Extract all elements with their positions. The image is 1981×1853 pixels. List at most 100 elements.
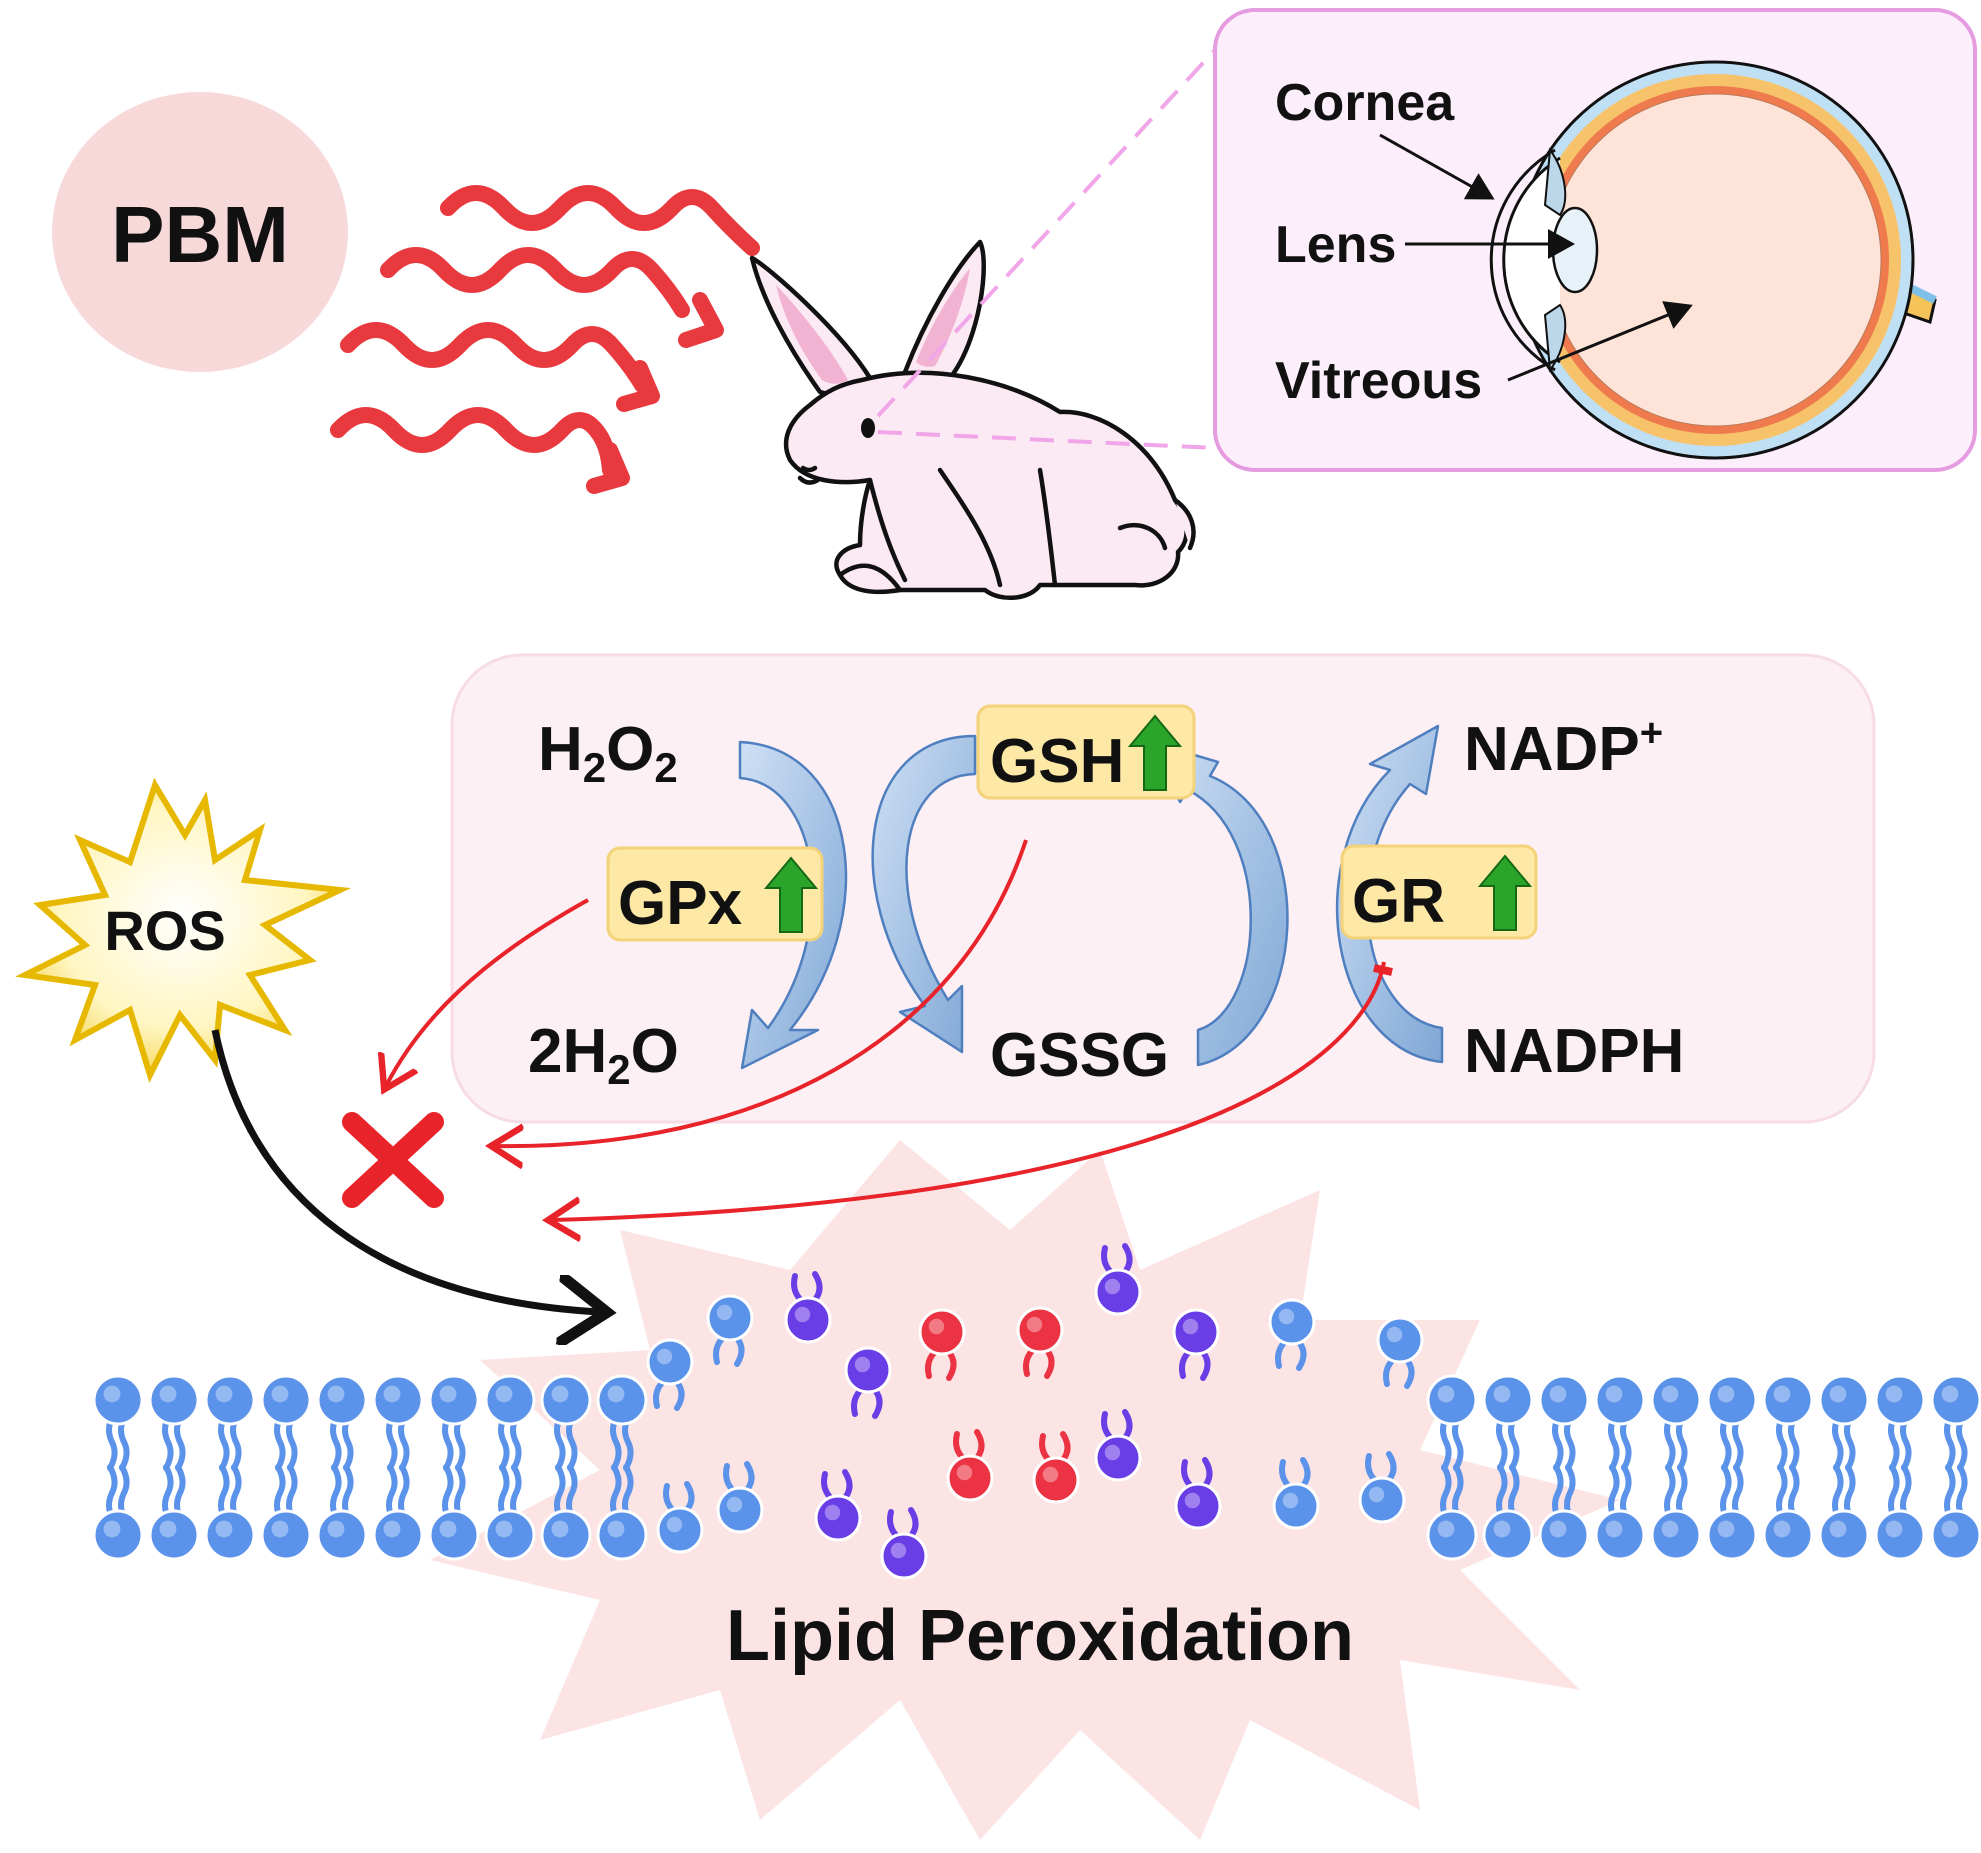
membrane-right xyxy=(1426,1374,1981,1561)
disrupted-lipid-head xyxy=(844,1346,892,1394)
membrane-lipid-head xyxy=(540,1509,592,1561)
gpx-label: GPx xyxy=(618,869,743,938)
disrupted-lipid-head xyxy=(716,1486,764,1534)
membrane-lipid-head xyxy=(1930,1509,1981,1561)
membrane-lipid-head xyxy=(260,1374,312,1426)
gpx-up-arrow-icon xyxy=(763,856,819,933)
peroxidation-burst xyxy=(430,1140,1620,1840)
disrupted-lipid-head xyxy=(1172,1308,1220,1356)
gpx-inhibition-arrow xyxy=(386,898,589,1086)
disrupted-lipid-head xyxy=(1376,1316,1424,1364)
membrane-lipid-head xyxy=(204,1374,256,1426)
disrupted-lipid-head xyxy=(784,1296,832,1344)
h2o2-label: H2O2 xyxy=(538,715,678,791)
rabbit-icon xyxy=(749,239,1196,601)
disrupted-lipid-head xyxy=(1094,1434,1142,1482)
disrupted-lipid-head xyxy=(1358,1476,1406,1524)
scattered-lipids xyxy=(646,1243,1424,1580)
lens-label: Lens xyxy=(1275,216,1396,274)
membrane-lipid-head xyxy=(1706,1374,1758,1426)
membrane-lipid-head xyxy=(1874,1374,1926,1426)
membrane-lipid-head xyxy=(316,1509,368,1561)
gsh-up-arrow-icon xyxy=(1127,714,1183,791)
eye-cross-section-icon xyxy=(1489,60,1937,460)
nadph-label: NADPH xyxy=(1464,1017,1684,1086)
cornea-label: Cornea xyxy=(1275,74,1455,132)
gpx-node: GPx xyxy=(606,846,824,942)
disrupted-lipid-head xyxy=(646,1338,694,1386)
membrane-lipid-head xyxy=(1650,1374,1702,1426)
ros-to-membrane-arrow xyxy=(211,1029,600,1312)
membrane-lipid-head xyxy=(1426,1509,1478,1561)
gsh-node: GSH xyxy=(976,704,1196,800)
membrane-lipid-head xyxy=(1650,1509,1702,1561)
gsh-inhibition-arrow xyxy=(495,839,1028,1146)
membrane-lipid-head xyxy=(484,1374,536,1426)
disrupted-lipid-head xyxy=(656,1506,704,1554)
membrane-lipid-head xyxy=(372,1509,424,1561)
membrane-left xyxy=(92,1374,648,1561)
membrane-lipid-head xyxy=(540,1374,592,1426)
membrane-lipid-head xyxy=(204,1509,256,1561)
membrane-lipid-head xyxy=(1930,1374,1981,1426)
disrupted-lipid-head xyxy=(1094,1268,1142,1316)
membrane-lipid-head xyxy=(1482,1374,1534,1426)
membrane-lipid-head xyxy=(1818,1509,1870,1561)
water-label: 2H2O xyxy=(528,1017,679,1093)
gsh-label: GSH xyxy=(990,727,1124,796)
membrane-lipid-head xyxy=(484,1509,536,1561)
membrane-lipid-head xyxy=(372,1374,424,1426)
disrupted-lipid-head xyxy=(946,1454,994,1502)
disrupted-lipid-head xyxy=(814,1494,862,1542)
eye-inset-panel: Cornea Lens Vitreous xyxy=(1213,8,1977,472)
membrane-lipid-head xyxy=(92,1509,144,1561)
disrupted-lipid-head xyxy=(1272,1482,1320,1530)
lipid-peroxidation-label: Lipid Peroxidation xyxy=(726,1596,1354,1676)
membrane-lipid-head xyxy=(1538,1509,1590,1561)
red-x-icon xyxy=(342,1112,444,1208)
disrupted-lipid-head xyxy=(1032,1456,1080,1504)
disrupted-lipid-head xyxy=(706,1294,754,1342)
pbm-label: PBM xyxy=(111,190,289,279)
membrane-lipid-head xyxy=(148,1374,200,1426)
gr-node: GR xyxy=(1340,844,1538,940)
membrane-lipid-head xyxy=(1594,1509,1646,1561)
membrane-lipid-head xyxy=(1762,1509,1814,1561)
membrane-lipid-head xyxy=(1538,1374,1590,1426)
membrane-lipid-head xyxy=(148,1509,200,1561)
gsh-box xyxy=(976,704,1196,800)
membrane-lipid-head xyxy=(1594,1374,1646,1426)
membrane-lipid-head xyxy=(1706,1509,1758,1561)
ros-label: ROS xyxy=(104,899,225,962)
membrane-lipid-head xyxy=(596,1374,648,1426)
membrane-lipid-head xyxy=(1482,1509,1534,1561)
membrane-lipid-head xyxy=(1874,1509,1926,1561)
membrane-lipid-head xyxy=(1762,1374,1814,1426)
pbm-bubble xyxy=(52,92,348,372)
light-wave-icon xyxy=(330,185,760,494)
ros-node: ROS xyxy=(15,777,352,1084)
pbm-node: PBM xyxy=(52,92,348,372)
gssg-label: GSSG xyxy=(990,1021,1169,1090)
inhibition-arrows xyxy=(386,839,1393,1220)
disrupted-lipid-head xyxy=(1268,1298,1316,1346)
disrupted-lipid-head xyxy=(918,1308,966,1356)
eye-pointer-arrows xyxy=(1379,133,1693,382)
cycle-arrows xyxy=(738,724,1444,1070)
membrane-lipid-head xyxy=(1818,1374,1870,1426)
membrane-lipid-head xyxy=(428,1509,480,1561)
membrane-lipid-head xyxy=(316,1374,368,1426)
membrane-lipid-head xyxy=(260,1509,312,1561)
gpx-box xyxy=(606,846,824,942)
membrane-lipid-head xyxy=(596,1509,648,1561)
gr-up-arrow-icon xyxy=(1477,854,1533,931)
ros-burst xyxy=(15,777,352,1084)
disrupted-lipid-head xyxy=(880,1532,928,1580)
zoom-lines xyxy=(876,48,1217,450)
glutathione-cycle-panel: H2O2 2H2O GSSG NADP+ NADPH GSH GPx GR xyxy=(450,653,1876,1124)
gr-label: GR xyxy=(1352,867,1445,936)
gr-box xyxy=(1340,844,1538,940)
membrane-lipid-head xyxy=(1426,1374,1478,1426)
membrane-lipid-head xyxy=(92,1374,144,1426)
